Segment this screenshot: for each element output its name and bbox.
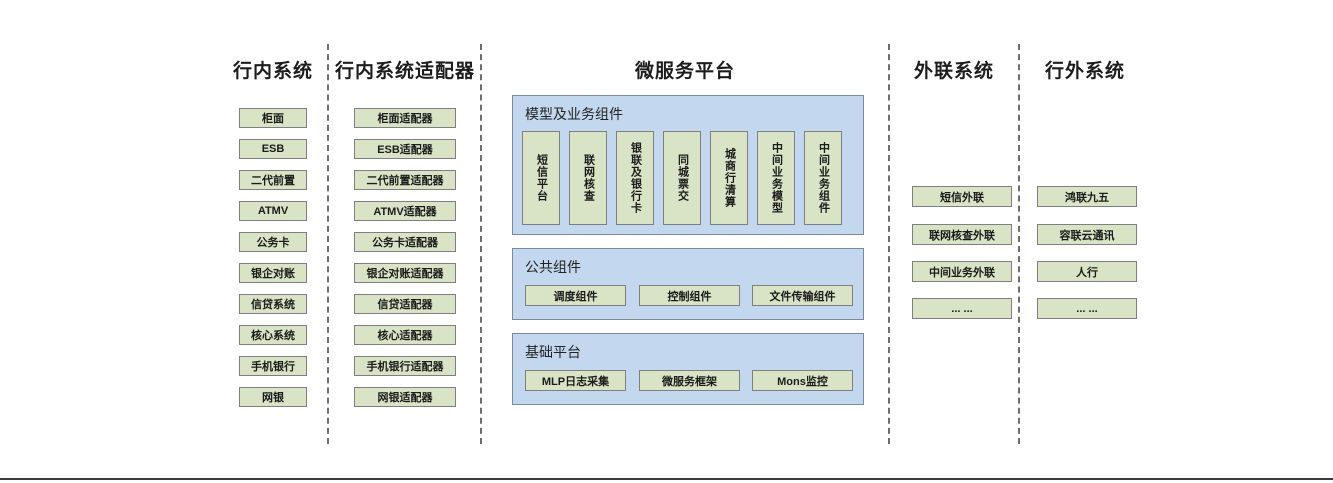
component-box[interactable]: 文件传输组件 xyxy=(752,285,853,306)
list-item[interactable]: 公务卡适配器 xyxy=(354,232,456,252)
list-item[interactable]: 网银适配器 xyxy=(354,387,456,407)
vertical-item-label: 中间业务组件 xyxy=(817,142,830,214)
list-item[interactable]: 网银 xyxy=(239,387,307,407)
list-item[interactable]: 短信外联 xyxy=(912,186,1012,207)
vertical-item[interactable]: 中间业务模型 xyxy=(757,131,795,225)
list-item[interactable]: 二代前置适配器 xyxy=(354,170,456,190)
column-separator-4 xyxy=(1018,44,1020,444)
list-item[interactable]: 信贷适配器 xyxy=(354,294,456,314)
component-box[interactable]: MLP日志采集 xyxy=(525,370,626,391)
list-item[interactable]: 公务卡 xyxy=(239,232,307,252)
page-bottom-rule xyxy=(0,478,1333,480)
list-item[interactable]: 柜面适配器 xyxy=(354,108,456,128)
component-box[interactable]: 控制组件 xyxy=(639,285,740,306)
vertical-item[interactable]: 短信平台 xyxy=(522,131,560,225)
vertical-item[interactable]: 同城票交 xyxy=(663,131,701,225)
column-separator-1 xyxy=(327,44,329,444)
panel-title: 模型及业务组件 xyxy=(525,106,623,122)
list-item[interactable]: 核心系统 xyxy=(239,325,307,345)
list-item[interactable]: 鸿联九五 xyxy=(1037,186,1137,207)
column-title-internal-system-adapters: 行内系统适配器 xyxy=(334,61,475,82)
column-title-internal-systems: 行内系统 xyxy=(232,61,313,82)
list-item[interactable]: 银企对账 xyxy=(239,263,307,283)
list-item[interactable]: 核心适配器 xyxy=(354,325,456,345)
vertical-item[interactable]: 中间业务组件 xyxy=(804,131,842,225)
vertical-item[interactable]: 联网核查 xyxy=(569,131,607,225)
list-item[interactable]: 联网核查外联 xyxy=(912,224,1012,245)
component-box[interactable]: 微服务框架 xyxy=(639,370,740,391)
vertical-item-label: 中间业务模型 xyxy=(770,142,783,214)
panel-base-platform: 基础平台 xyxy=(512,333,864,405)
component-box[interactable]: 调度组件 xyxy=(525,285,626,306)
column-title-outside-bank-systems: 行外系统 xyxy=(1044,61,1125,82)
column-separator-2 xyxy=(480,44,482,444)
column-separator-3 xyxy=(888,44,890,444)
list-item[interactable]: 容联云通讯 xyxy=(1037,224,1137,245)
vertical-item-label: 短信平台 xyxy=(535,154,548,202)
list-item[interactable]: ... ... xyxy=(912,298,1012,319)
list-item[interactable]: 手机银行 xyxy=(239,356,307,376)
list-item[interactable]: ATMV适配器 xyxy=(354,201,456,221)
vertical-item[interactable]: 银联及银行卡 xyxy=(616,131,654,225)
column-title-external-link-systems: 外联系统 xyxy=(913,61,994,82)
list-item[interactable]: 人行 xyxy=(1037,261,1137,282)
panel-public-components: 公共组件 xyxy=(512,248,864,320)
list-item[interactable]: 手机银行适配器 xyxy=(354,356,456,376)
list-item[interactable]: ESB适配器 xyxy=(354,139,456,159)
vertical-item-label: 城商行清算 xyxy=(723,148,736,208)
list-item[interactable]: 二代前置 xyxy=(239,170,307,190)
list-item[interactable]: 中间业务外联 xyxy=(912,261,1012,282)
panel-title: 公共组件 xyxy=(525,259,581,275)
vertical-item[interactable]: 城商行清算 xyxy=(710,131,748,225)
vertical-item-label: 同城票交 xyxy=(676,154,689,202)
vertical-item-label: 银联及银行卡 xyxy=(629,142,642,214)
list-item[interactable]: ... ... xyxy=(1037,298,1137,319)
column-title-microservice-platform: 微服务平台 xyxy=(634,61,735,82)
list-item[interactable]: ATMV xyxy=(239,201,307,221)
panel-title: 基础平台 xyxy=(525,344,581,360)
list-item[interactable]: 信贷系统 xyxy=(239,294,307,314)
vertical-item-label: 联网核查 xyxy=(582,154,595,202)
list-item[interactable]: ESB xyxy=(239,139,307,159)
component-box[interactable]: Mons监控 xyxy=(752,370,853,391)
list-item[interactable]: 银企对账适配器 xyxy=(354,263,456,283)
list-item[interactable]: 柜面 xyxy=(239,108,307,128)
